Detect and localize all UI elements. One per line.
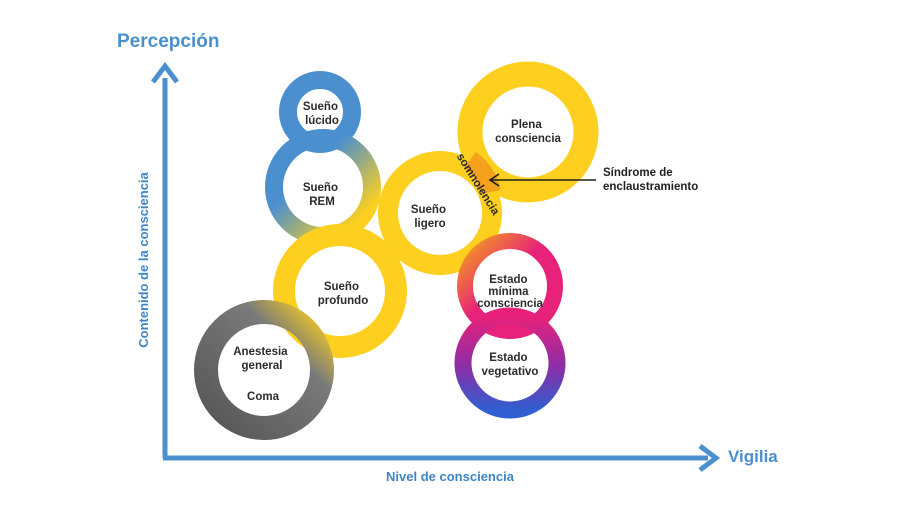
ring-estado-vegetativo — [454, 307, 566, 419]
label-coma: Coma — [247, 391, 280, 403]
sindrome-arrowhead — [488, 173, 500, 187]
label-estado-vegetativo: Estado vegetativo — [482, 352, 539, 378]
ring-anestesia-coma — [194, 300, 334, 440]
state-rings — [194, 61, 599, 440]
label-sindrome: Síndrome de enclaustramiento — [603, 167, 698, 193]
ring-sueno-profundo — [273, 224, 407, 358]
y-axis-label: Contenido de la consciencia — [136, 171, 151, 347]
ring-plena-consciencia — [457, 61, 599, 203]
label-sueno-ligero: Sueño ligero — [411, 204, 449, 230]
y-axis-arrowhead — [151, 61, 179, 84]
label-plena-consciencia: Plena consciencia — [495, 119, 561, 145]
label-sueno-lucido: Sueño lúcido — [303, 101, 341, 127]
label-anestesia: Anestesia general — [233, 346, 291, 372]
label-estado-minima: Estado mínima consciencia — [477, 274, 543, 310]
label-sueno-rem: Sueño REM — [303, 182, 341, 208]
x-axis-label: Nivel de consciencia — [386, 469, 515, 484]
x-axis-arrowhead — [698, 444, 721, 472]
y-axis-title: Percepción — [117, 31, 219, 52]
label-sueno-profundo: Sueño profundo — [318, 281, 368, 307]
ring-estado-minima — [457, 233, 563, 339]
x-axis-title: Vigilia — [728, 447, 778, 466]
overlap-somnolencia — [463, 151, 501, 195]
axes — [151, 61, 721, 472]
ring-sueno-ligero — [378, 151, 502, 275]
